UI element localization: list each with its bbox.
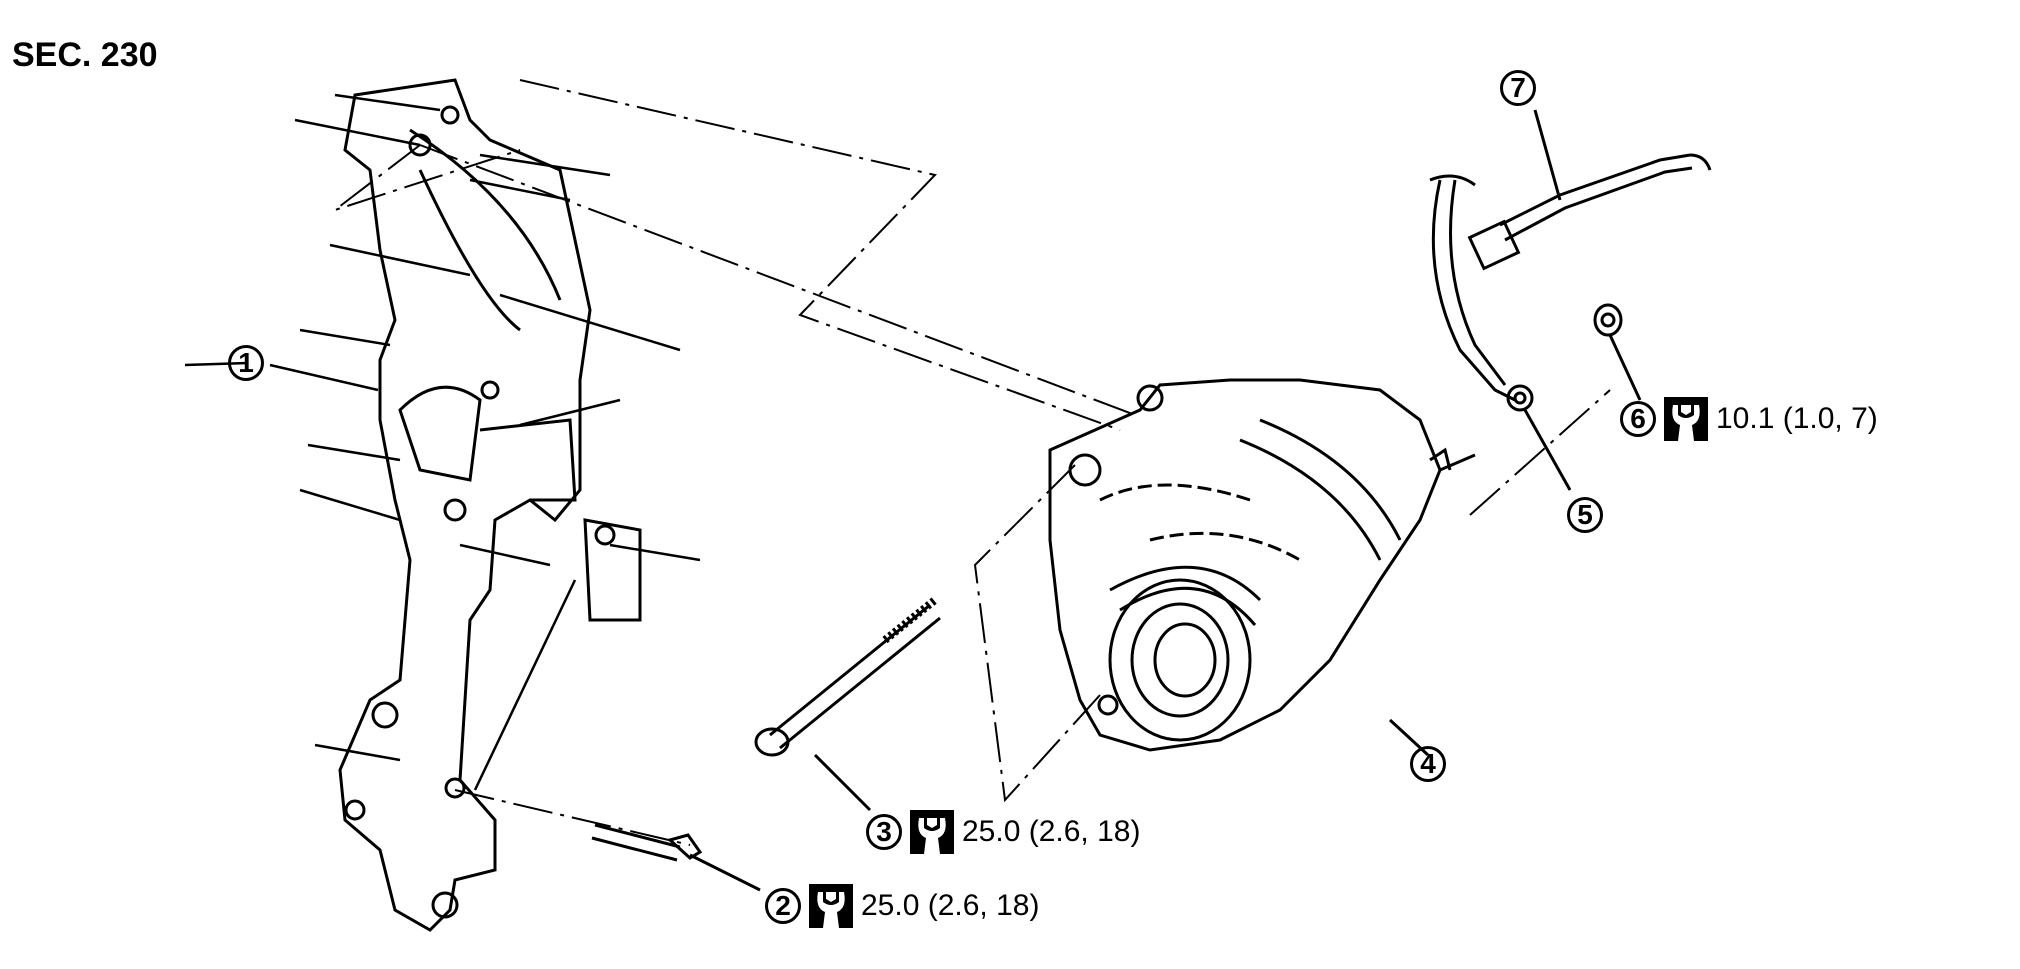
alternator: [1048, 378, 1452, 757]
alternator-bracket: [338, 78, 642, 932]
callout-part-4: 4: [1410, 746, 1446, 782]
short-bolt: [591, 823, 761, 892]
callout-part-2: 2 25.0 (2.6, 18): [765, 884, 1039, 928]
part-number-badge: 5: [1567, 497, 1603, 533]
nut: [1593, 303, 1642, 401]
center-lines: [334, 79, 1611, 846]
torque-wrench-icon: [1664, 397, 1708, 441]
callout-part-6: 6 10.1 (1.0, 7): [1620, 397, 1878, 441]
long-bolt: [754, 596, 941, 812]
torque-value: 10.1 (1.0, 7): [1716, 402, 1878, 435]
torque-wrench-icon: [910, 810, 954, 854]
wiring-harness: [1429, 109, 1712, 402]
part-number-badge: 1: [228, 345, 264, 381]
leader-lines: [269, 93, 701, 791]
torque-wrench-icon: [809, 884, 853, 928]
section-label: SEC. 230: [12, 36, 158, 74]
torque-value: 25.0 (2.6, 18): [861, 889, 1040, 922]
part-number-badge: 4: [1410, 746, 1446, 782]
part-number-badge: 3: [866, 814, 902, 850]
callout-part-5: 5: [1567, 497, 1603, 533]
torque-value: 25.0 (2.6, 18): [962, 815, 1141, 848]
part-number-badge: 6: [1620, 401, 1656, 437]
callout-part-7: 7: [1500, 70, 1536, 106]
part-number-badge: 7: [1500, 70, 1536, 106]
part-number-badge: 2: [765, 888, 801, 924]
callout-part-3: 3 25.0 (2.6, 18): [866, 810, 1140, 854]
callout-part-1: 1: [228, 345, 264, 381]
washer: [1506, 384, 1572, 491]
